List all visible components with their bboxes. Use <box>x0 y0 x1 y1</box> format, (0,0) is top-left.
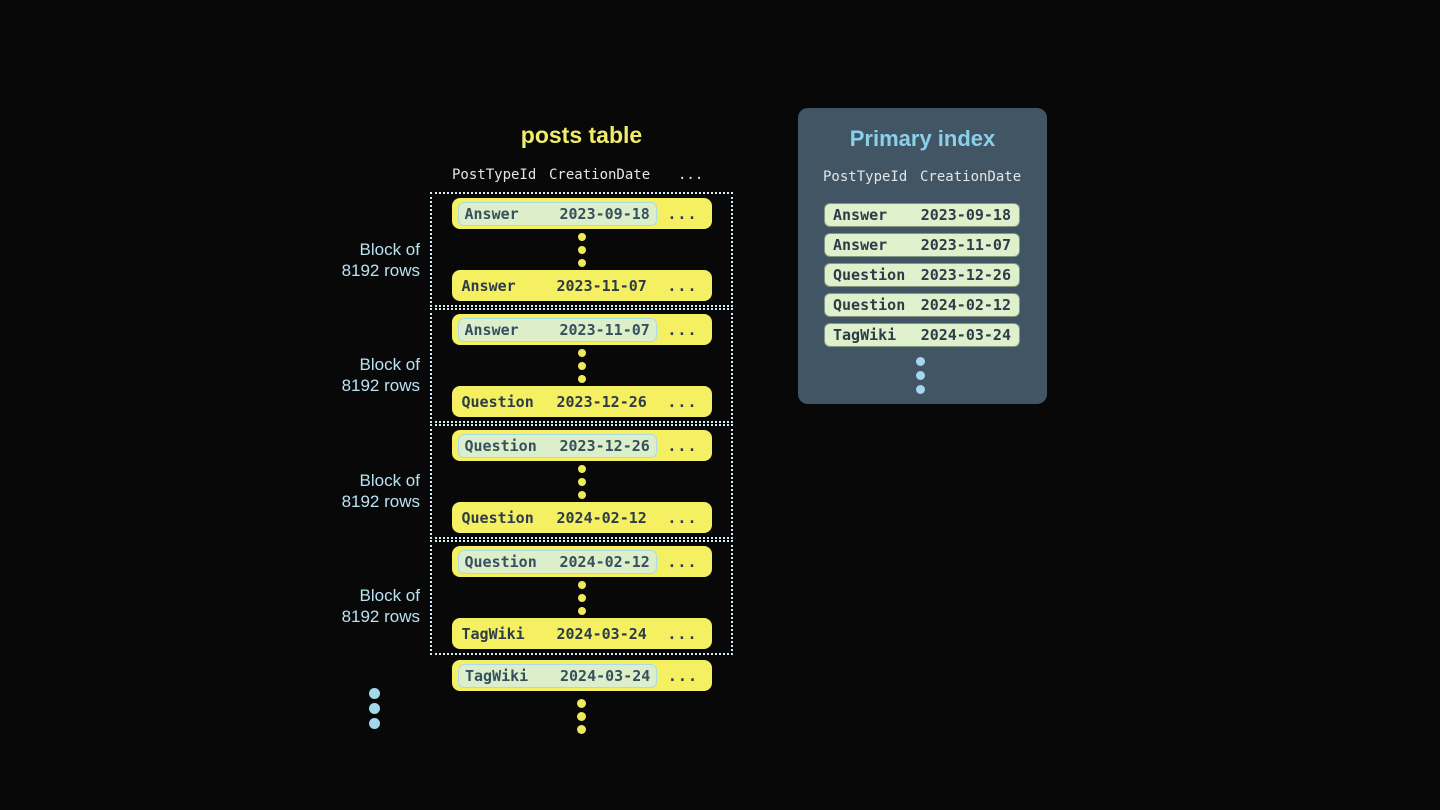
vertical-ellipsis-icon <box>577 230 586 269</box>
vertical-ellipsis-icon <box>577 578 586 617</box>
posts-table-column-headers: PostTypeId CreationDate ... <box>0 167 1440 185</box>
primary-index-column-headers: PostTypeId CreationDate <box>798 169 1047 187</box>
row-ellipsis: ... <box>667 276 698 295</box>
row-ellipsis: ... <box>667 436 698 455</box>
row-ellipsis: ... <box>667 392 698 411</box>
block-label-2: Block of 8192 rows <box>341 355 420 395</box>
more-index-entries-ellipsis-icon <box>916 354 925 396</box>
primary-index-panel: Primary index PostTypeId CreationDate An… <box>798 108 1047 404</box>
column-header-posttypeid: PostTypeId <box>823 169 908 185</box>
more-rows-ellipsis-icon <box>577 697 586 736</box>
vertical-ellipsis-icon <box>577 346 586 385</box>
row-ellipsis: ... <box>667 204 698 223</box>
block-label-3: Block of 8192 rows <box>341 471 420 511</box>
block-label-1: Block of 8192 rows <box>341 240 420 280</box>
row-ellipsis: ... <box>667 666 698 685</box>
posts-table-title: posts table <box>520 122 643 148</box>
column-header-creationdate: CreationDate <box>920 169 1022 185</box>
vertical-ellipsis-icon <box>577 462 586 501</box>
column-header-posttypeid: PostTypeId <box>452 167 537 183</box>
primary-index-title: Primary index <box>849 126 996 151</box>
row-ellipsis: ... <box>667 552 698 571</box>
row-ellipsis: ... <box>667 624 698 643</box>
column-header-creationdate: CreationDate <box>549 167 651 183</box>
block-label-4: Block of 8192 rows <box>341 586 420 626</box>
column-header-ellipsis: ... <box>678 167 704 183</box>
row-ellipsis: ... <box>667 508 698 527</box>
more-blocks-ellipsis-icon <box>369 686 380 731</box>
row-ellipsis: ... <box>667 320 698 339</box>
